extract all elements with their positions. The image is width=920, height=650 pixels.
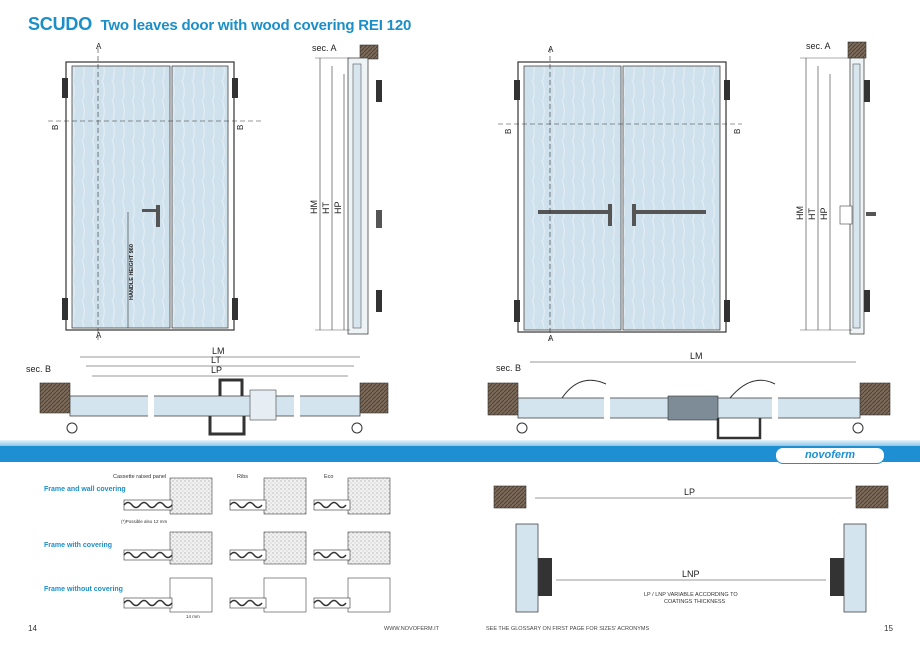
lp-left-label: LP: [211, 365, 222, 375]
footer-glossary: SEE THE GLOSSARY ON FIRST PAGE FOR SIZES…: [486, 626, 650, 632]
lm-right-label: LM: [690, 351, 703, 361]
sec-a-right-label: sec. A: [806, 41, 831, 51]
sec-b-right-label: sec. B: [496, 363, 521, 373]
right-section-b: [487, 361, 891, 440]
note-12mm: (*)Possible also 12 mm: [121, 519, 168, 524]
title-sub: Two leaves door with wood covering REI 1…: [100, 17, 412, 34]
label-a-bottom-right: A: [548, 334, 554, 343]
row-label-frame-with-covering: Frame with covering: [44, 542, 113, 549]
hp-left-label: HP: [333, 201, 343, 214]
label-b-right-1: B: [504, 129, 513, 134]
lp-note-line2: COATINGS THICKNESS: [664, 599, 726, 605]
left-section-b: [39, 356, 389, 436]
novoferm-logo: novoferm: [775, 447, 885, 464]
footer-website: WWW.NOVOFERM.IT: [384, 626, 439, 632]
ht-left-label: HT: [321, 202, 331, 214]
lp-lnp-detail: [493, 485, 889, 613]
page-number-right: 15: [884, 624, 893, 633]
divider-band-light: [0, 440, 920, 446]
title-main: SCUDO: [28, 14, 93, 34]
divider-band: [0, 446, 920, 462]
lp-note-line1: LP / LNP VARIABLE ACCORDING TO: [644, 592, 738, 598]
lnp-bottom-label: LNP: [682, 569, 700, 579]
sec-a-left-label: sec. A: [312, 43, 337, 53]
lt-left-label: LT: [211, 355, 221, 365]
sec-b-left-label: sec. B: [26, 364, 51, 374]
left-door-elevation: [48, 48, 262, 340]
column-cassette-label: Cassette raised panel: [113, 474, 166, 480]
label-a-bottom-left: A: [96, 331, 102, 340]
label-a-top-right: A: [548, 45, 554, 54]
left-section-a: [315, 44, 382, 335]
hm-left-label: HM: [309, 200, 319, 214]
page-title: SCUDO Two leaves door with wood covering…: [28, 14, 411, 35]
label-b-right-2: B: [733, 129, 742, 134]
column-eco-label: Eco: [324, 474, 333, 480]
detail-grid: [123, 477, 391, 613]
right-door-elevation: [498, 48, 742, 342]
lm-left-label: LM: [212, 346, 225, 356]
label-a-top-left: A: [96, 42, 102, 51]
right-section-a: [800, 41, 876, 335]
hm-right-label: HM: [795, 206, 805, 220]
column-ribs-label: Ribs: [237, 474, 248, 480]
row-label-frame-without-covering: Frame without covering: [44, 586, 123, 593]
hp-right-label: HP: [819, 207, 829, 220]
page-number-left: 14: [28, 624, 37, 633]
lp-bottom-label: LP: [684, 487, 695, 497]
note-14mm: 14 mm: [186, 614, 200, 619]
handle-height-label: HANDLE HEIGHT 960: [129, 244, 135, 300]
row-label-frame-and-wall-covering: Frame and wall covering: [44, 486, 126, 493]
label-b-left-2: B: [236, 125, 245, 130]
ht-right-label: HT: [807, 208, 817, 220]
label-b-left-1: B: [51, 125, 60, 130]
